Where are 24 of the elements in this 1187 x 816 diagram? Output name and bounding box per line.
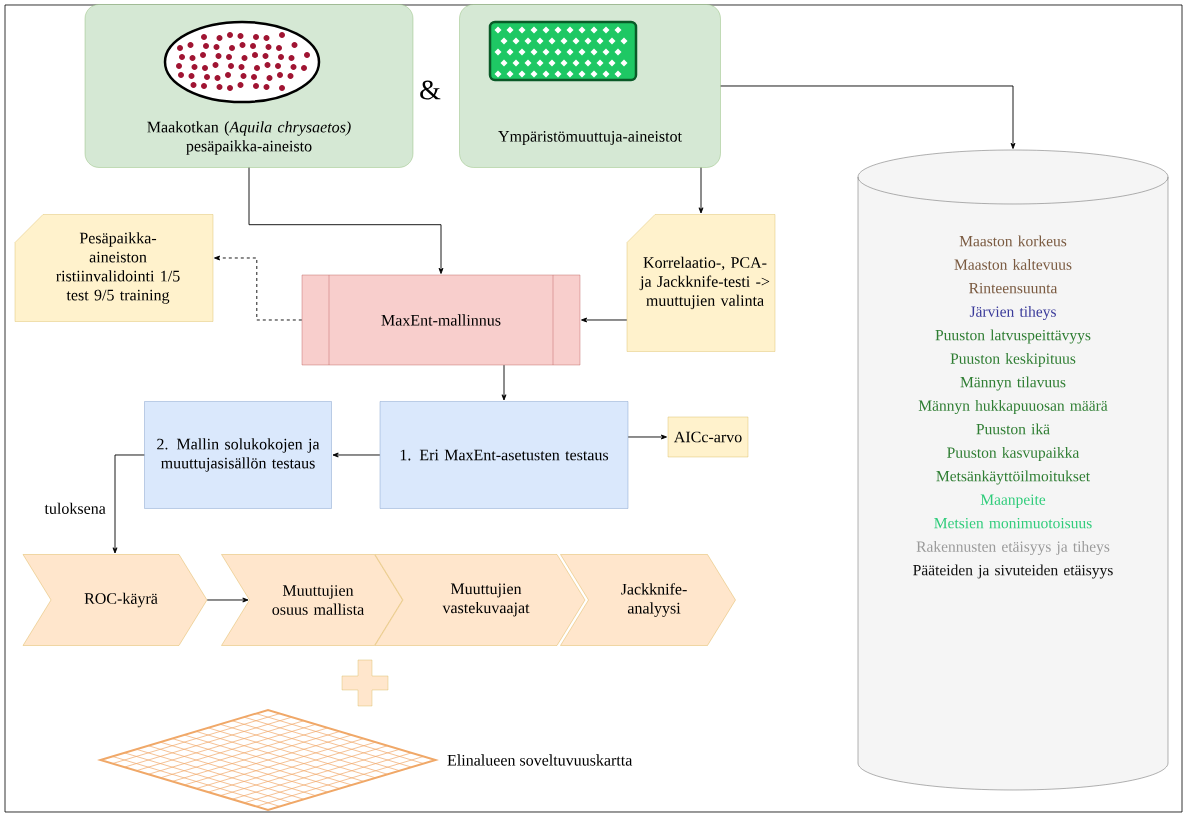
node-caption: Elinalueen soveltuvuuskartta (447, 754, 633, 766)
arrow (698, 167, 704, 214)
arrow (332, 452, 381, 458)
chevron-step: Jackknife-analyysi (560, 554, 736, 646)
note-card: Korrelaatio-, PCA- ja Jackknife-testi -> muuttujien valinta (626, 214, 776, 352)
arrow (581, 317, 628, 323)
chevron-step: ROC-käyrä (22, 554, 208, 646)
arrow (248, 167, 444, 274)
arrow (720, 85, 1016, 149)
chevron-step: Muuttujien osuus mallista (221, 554, 403, 646)
process-box: 1. Eri MaxEnt-asetusten testaus (379, 401, 629, 509)
arrow (627, 434, 667, 440)
ampersand-label: & (420, 80, 441, 100)
arrow (214, 255, 303, 321)
process-box: MaxEnt-mallinnus (301, 274, 581, 366)
result-box: AICc-arvo (667, 416, 749, 458)
edge-label: tuloksena (43, 501, 107, 515)
process-box: 2. Mallin solukokojen ja muuttujasisällön testaus (144, 401, 332, 509)
arrow (206, 597, 249, 603)
arrow (501, 364, 507, 401)
database-cylinder: Maaston korkeus Maaston kaltevuus Rinteensuunta Järvien tiheys Puuston latvuspeittävyys Puuston keskipituus Männyn tilavuus Männyn hukkapuuosan määrä Puuston ikä Puuston kasvupaikka Metsänkäyttöilmoitukset Maanpeite Metsien monimuotoisuus Rakennusten etäisyys ja tiheys Pääteiden ja sivuteiden etäisyys (857, 149, 1169, 791)
note-card: Pesäpaikka-aineiston ristiinvalidointi 1/5 test 9/5 training (14, 214, 214, 322)
arrow (112, 454, 145, 554)
chevron-step: Muuttujien vastekuvaajat (374, 554, 586, 646)
